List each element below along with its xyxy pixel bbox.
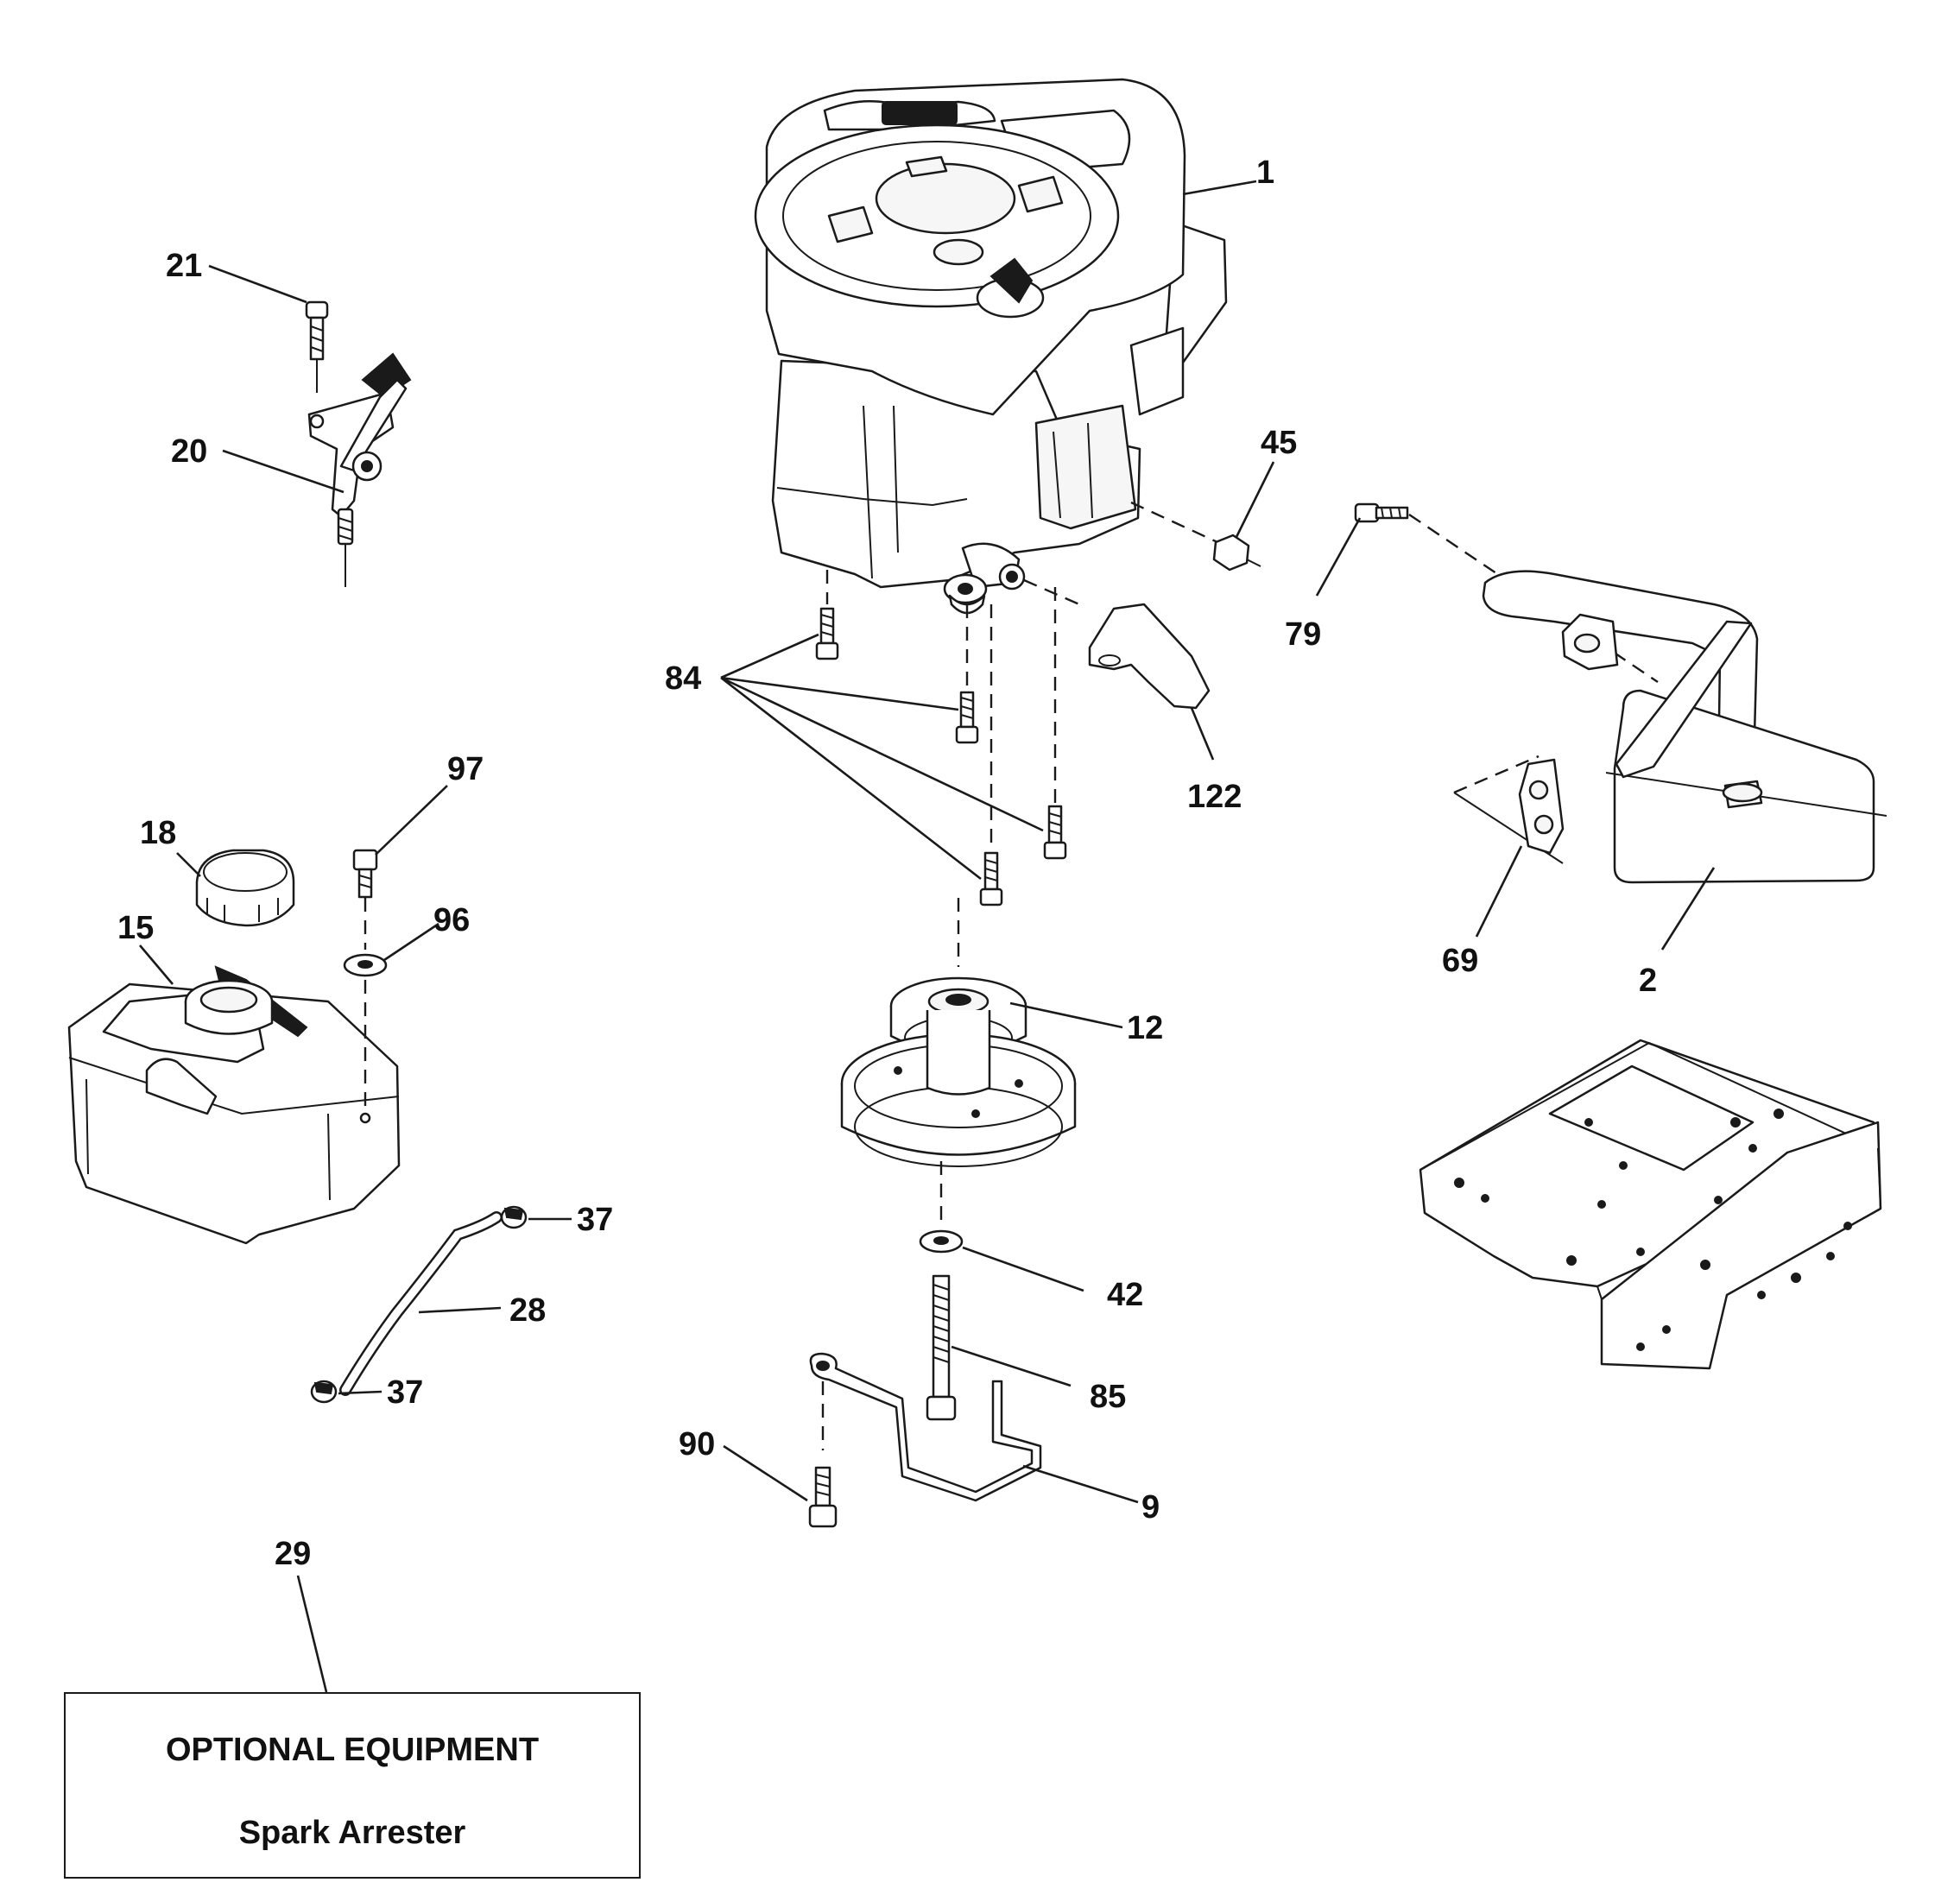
leader-79	[1315, 517, 1362, 597]
engine-part-1	[754, 78, 1228, 615]
fuel-cap-part-18	[195, 849, 295, 927]
bolt-part-90	[808, 1466, 838, 1528]
callout-12: 12	[1127, 1010, 1163, 1046]
pulley-part-12	[840, 898, 1077, 1226]
muffler-part-2	[1482, 570, 1887, 884]
washer-part-96	[343, 953, 388, 1124]
bolt-part-85	[926, 1274, 957, 1421]
bracket-rod-part-9	[809, 1352, 1042, 1502]
leader-15	[139, 944, 174, 985]
leader-96	[383, 922, 439, 962]
leader-1	[1182, 180, 1257, 196]
callout-45: 45	[1261, 425, 1297, 461]
leader-21	[208, 264, 307, 304]
leader-2	[1660, 867, 1716, 951]
callout-42: 42	[1107, 1277, 1143, 1313]
callout-9: 9	[1141, 1489, 1160, 1525]
callout-20: 20	[171, 433, 207, 470]
fuel-line-part-28	[339, 1211, 503, 1396]
callout-37-top: 37	[577, 1202, 613, 1238]
throttle-control-part-20	[307, 352, 412, 587]
leader-45	[1235, 461, 1275, 538]
callout-79: 79	[1285, 616, 1321, 653]
callout-18: 18	[140, 815, 176, 851]
callout-84: 84	[665, 660, 701, 697]
gasket-part-69	[1453, 755, 1565, 864]
optional-equipment-item: Spark Arrester	[238, 1815, 466, 1851]
callout-37-bottom: 37	[387, 1374, 423, 1411]
callout-122: 122	[1187, 779, 1242, 815]
leader-18	[176, 852, 201, 877]
leader-37-bottom	[338, 1390, 383, 1395]
heat-shield-part-122	[1023, 578, 1211, 710]
callout-96: 96	[433, 902, 470, 938]
engine-mounting-plate	[1419, 1039, 1882, 1370]
leader-97	[375, 785, 448, 856]
callout-1: 1	[1256, 155, 1274, 191]
leader-28	[418, 1306, 502, 1314]
nut-part-45	[1130, 501, 1261, 572]
leader-69	[1475, 845, 1523, 938]
hose-clamp-part-37-bottom	[310, 1380, 338, 1404]
hose-clamp-part-37-top	[500, 1205, 528, 1229]
callout-2: 2	[1639, 963, 1657, 999]
leader-12	[1009, 1001, 1123, 1029]
bolt-part-97	[352, 849, 378, 950]
callout-69: 69	[1442, 943, 1478, 979]
fuel-tank-part-15	[67, 965, 401, 1245]
leader-84	[720, 633, 1044, 881]
leader-122	[1190, 707, 1215, 761]
leader-20	[222, 449, 345, 494]
optional-equipment-box: OPTIONAL EQUIPMENT Spark Arrester	[64, 1692, 641, 1879]
leader-29	[296, 1575, 328, 1693]
callout-15: 15	[117, 910, 154, 946]
screw-part-21	[305, 300, 329, 429]
callout-29: 29	[275, 1536, 311, 1572]
washer-part-42	[919, 1229, 964, 1254]
callout-90: 90	[679, 1426, 715, 1462]
leader-90	[723, 1444, 808, 1502]
callout-28: 28	[509, 1292, 546, 1329]
callout-97: 97	[447, 751, 484, 787]
bolts-part-84	[815, 570, 1067, 906]
callout-85: 85	[1090, 1379, 1126, 1415]
optional-equipment-title: OPTIONAL EQUIPMENT	[165, 1732, 540, 1768]
leader-9	[1022, 1464, 1139, 1504]
leader-42	[962, 1246, 1084, 1292]
callout-21: 21	[166, 248, 202, 284]
leader-85	[951, 1345, 1072, 1387]
